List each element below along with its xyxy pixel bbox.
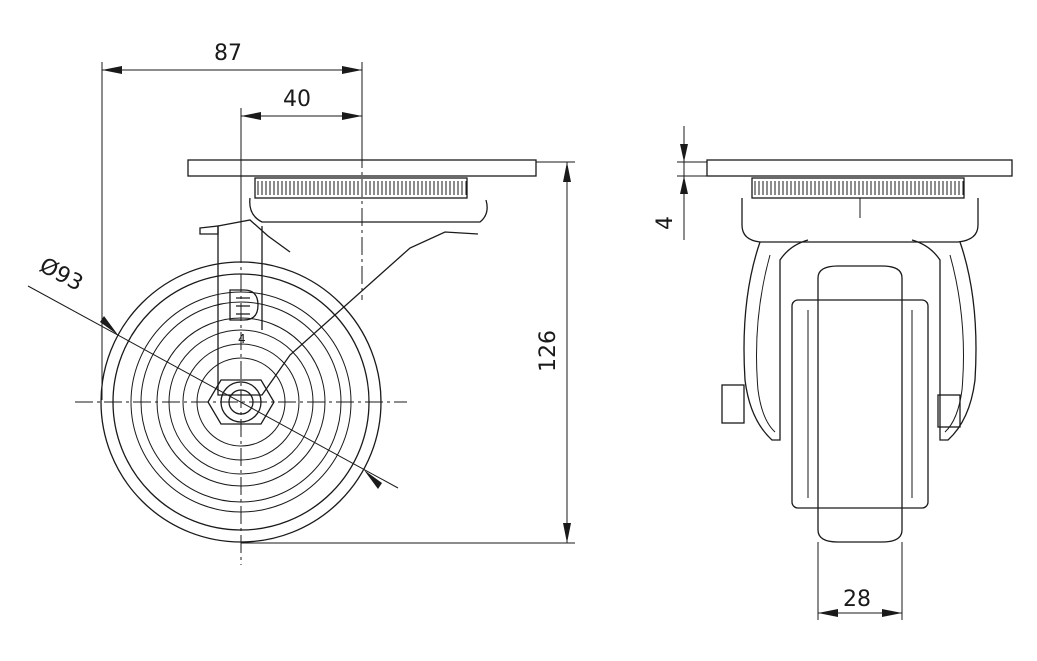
front-top-plate xyxy=(706,159,1013,177)
arrow-diameter-lower xyxy=(364,470,382,489)
front-fork-right-inner xyxy=(944,254,964,433)
dim-label-diameter: Ø93 xyxy=(35,253,87,296)
dim-label-4: 4 xyxy=(653,216,678,230)
side-view: 4 xyxy=(75,150,537,565)
dim-line-diameter xyxy=(27,285,399,489)
arrow-40-left xyxy=(241,112,261,120)
logo-number: 4 xyxy=(238,332,246,346)
front-fork-right xyxy=(911,239,977,441)
front-axle-bolt-head xyxy=(721,384,745,424)
dimension-plate-thickness: 4 xyxy=(653,126,707,240)
dim-label-40: 40 xyxy=(283,87,311,112)
arrow-126-top xyxy=(563,162,571,182)
side-fork-leg xyxy=(217,226,479,396)
dimension-overall-height: 126 xyxy=(241,161,575,544)
front-fork-left xyxy=(743,239,809,441)
side-bearing-ring xyxy=(254,177,468,199)
side-swivel-housing xyxy=(249,197,488,223)
arrow-4-bottom xyxy=(680,176,688,194)
arrow-87-left xyxy=(102,66,122,74)
arrow-28-right xyxy=(882,609,902,617)
front-wheel-hub xyxy=(791,299,929,509)
dim-label-28: 28 xyxy=(843,587,871,612)
front-view xyxy=(706,159,1013,543)
front-bearing-knurl xyxy=(754,181,964,195)
arrow-4-top xyxy=(680,144,688,162)
side-fork-inner xyxy=(217,219,291,330)
front-axle-nut xyxy=(937,394,961,428)
dimension-offset: 40 xyxy=(240,87,362,245)
dimension-overall-width: 87 xyxy=(101,41,363,400)
arrow-87-right xyxy=(342,66,362,74)
front-swivel-housing xyxy=(741,198,979,243)
dim-label-126: 126 xyxy=(536,330,561,372)
dim-label-87: 87 xyxy=(214,41,242,66)
front-fork-left-inner xyxy=(756,254,776,433)
arrow-28-left xyxy=(818,609,838,617)
side-bearing-knurl xyxy=(257,181,467,195)
side-fork-tab xyxy=(199,225,219,235)
front-bearing-ring xyxy=(751,177,965,199)
arrow-126-bottom xyxy=(563,523,571,543)
dimension-wheel-diameter: Ø93 xyxy=(27,253,399,489)
dimension-wheel-width: 28 xyxy=(817,542,903,620)
front-wheel-tread xyxy=(817,265,903,543)
logo-mark xyxy=(229,289,259,321)
arrow-40-right xyxy=(342,112,362,120)
arrow-diameter-upper xyxy=(100,316,118,335)
